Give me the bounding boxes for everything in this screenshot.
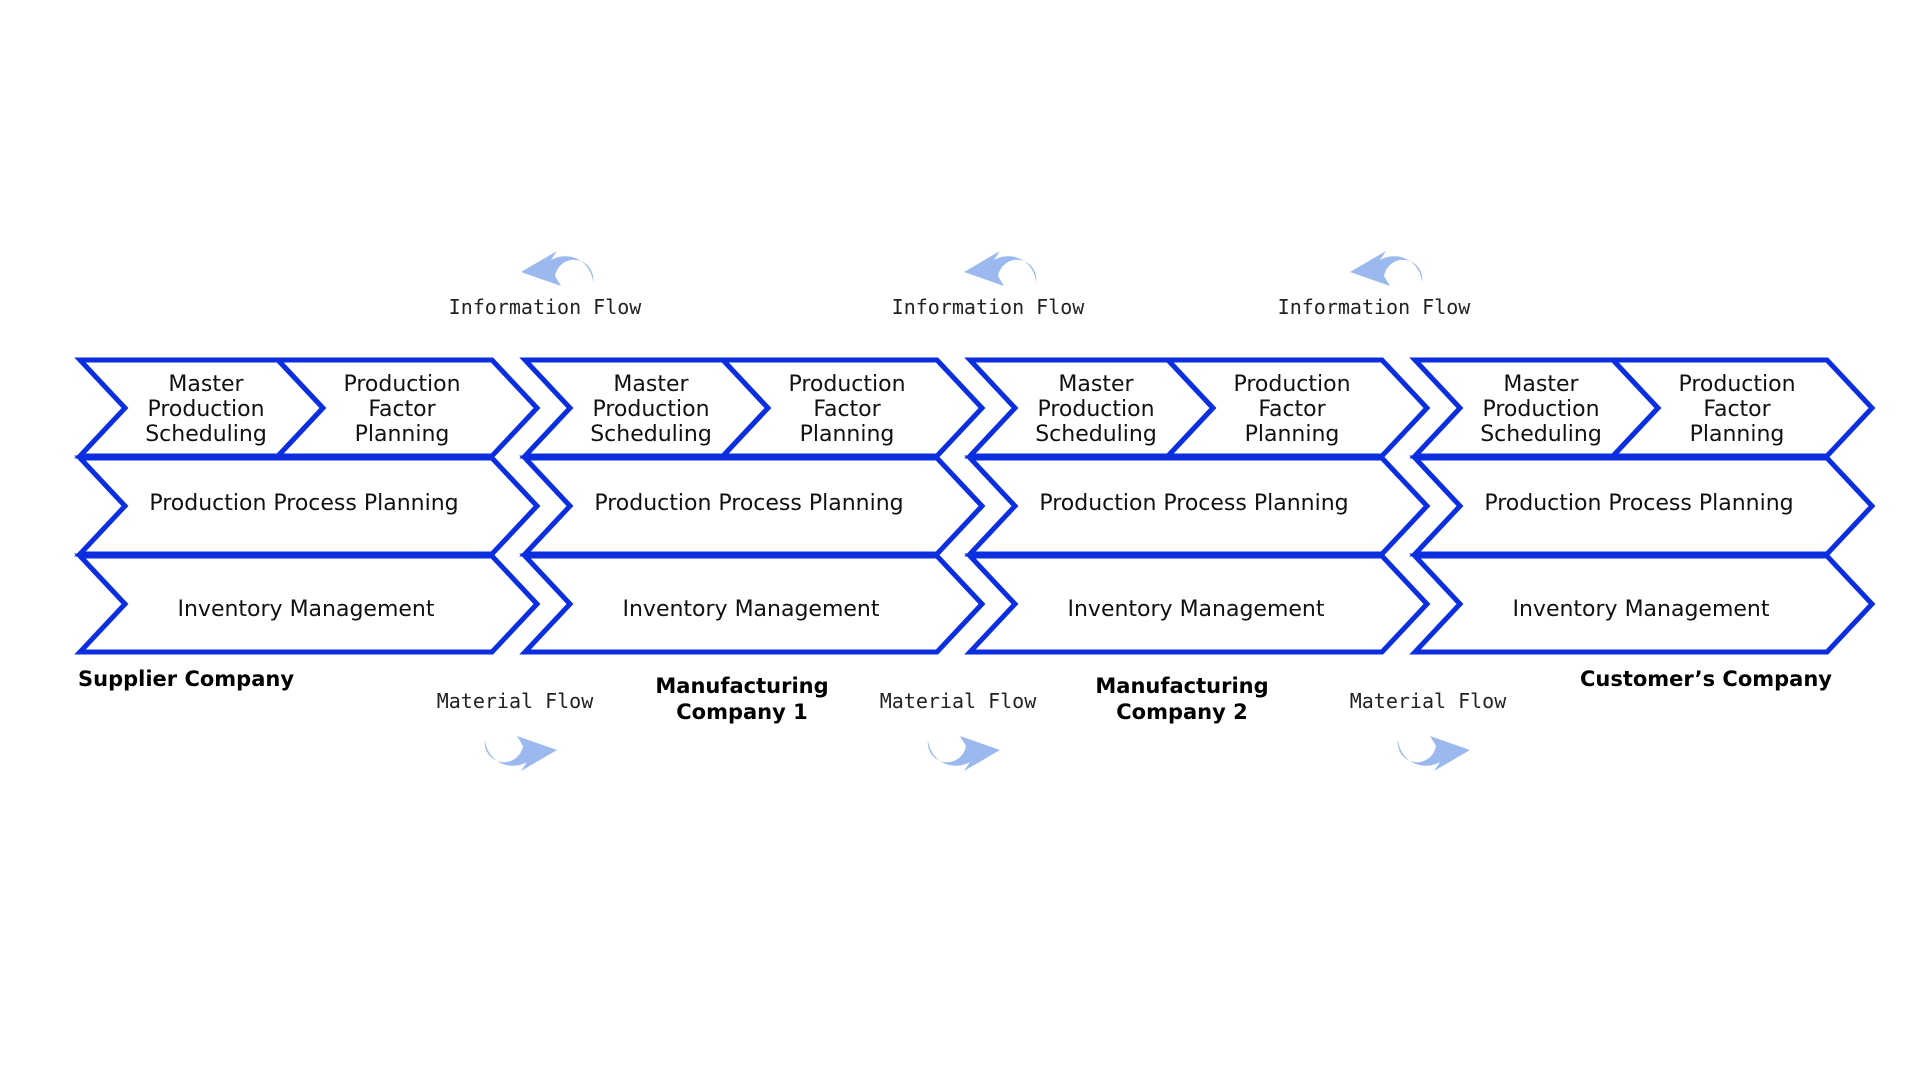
information-flow-label: Information Flow [449,295,643,319]
curved-arrow-left-icon [521,251,605,286]
material-flow-label: Material Flow [1350,689,1507,713]
production-process-planning-label: Production Process Planning [1039,491,1348,516]
inventory-management-label: Inventory Management [1068,597,1325,622]
inventory-management-label: Inventory Management [623,597,880,622]
supplier-company-label: Supplier Company [78,667,294,691]
information-flow-label: Information Flow [1278,295,1472,319]
production-process-planning-label: Production Process Planning [1484,491,1793,516]
curved-arrow-left-icon [1350,251,1434,286]
inventory-management-chevron [964,553,1431,655]
production-process-planning-label: Production Process Planning [594,491,903,516]
information-flow-label: Information Flow [892,295,1086,319]
curved-arrow-right-icon [473,736,557,771]
material-flow-label: Material Flow [437,689,594,713]
material-flow-label: Material Flow [880,689,1037,713]
inventory-management-chevron [74,553,541,655]
inventory-management-chevron [1409,553,1876,655]
curved-arrow-right-icon [916,736,1000,771]
curved-arrow-left-icon [964,251,1048,286]
inventory-management-label: Inventory Management [178,597,435,622]
inventory-management-label: Inventory Management [1513,597,1770,622]
production-process-planning-label: Production Process Planning [149,491,458,516]
inventory-management-chevron [519,553,986,655]
curved-arrow-right-icon [1386,736,1470,771]
customers-company-label: Customer’s Company [1580,667,1832,691]
